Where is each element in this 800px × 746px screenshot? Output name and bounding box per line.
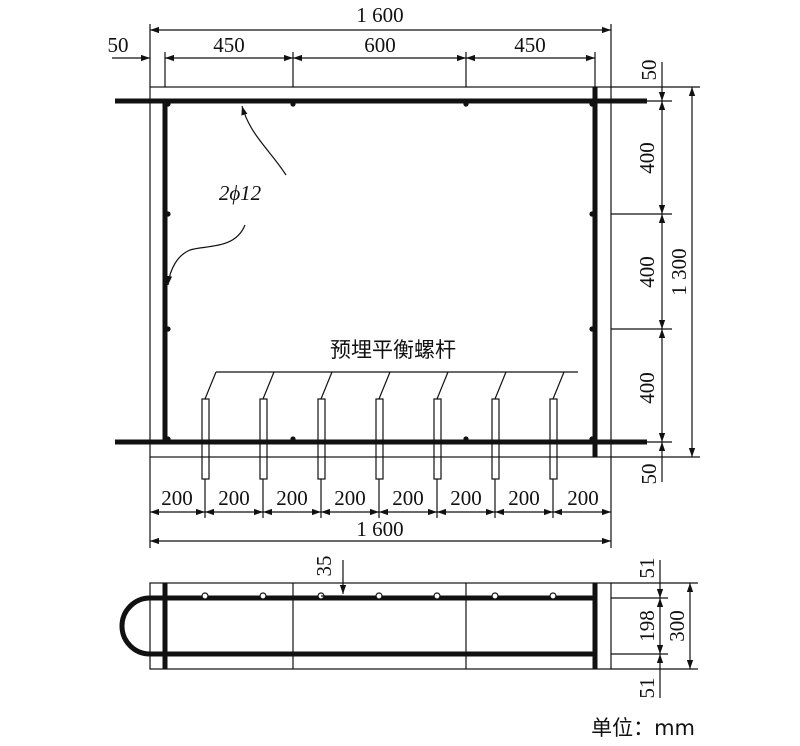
bolt [317,371,333,480]
bolt [259,371,275,480]
dim-top-margin: 51 [635,558,659,579]
dim-offset: 35 [312,556,336,577]
bolt [201,371,217,480]
dim-spacing: 200 [334,486,366,510]
unit-label: 单位：mm [591,716,695,740]
dim-width-total: 1 600 [356,3,403,27]
top-view: 1 600 50 450 600 450 50 400 400 400 1 30… [108,3,700,548]
balance-bolts: 预埋平衡螺杆 [201,338,578,480]
side-outline [149,582,612,670]
dim-bottom-margin: 51 [635,678,659,699]
right-dimensions: 50 400 400 400 1 300 50 [611,60,700,485]
dim-spacing: 200 [567,486,599,510]
top-dimensions: 1 600 50 450 600 450 [108,3,612,87]
bolt-holes [201,592,557,600]
dim-spacing: 200 [276,486,308,510]
bolt [375,371,391,480]
side-dimensions: 51 198 300 51 [611,558,698,699]
rebar-dots [165,101,595,442]
dim-h-seg-2: 400 [635,256,659,288]
dim-edge-top: 50 [637,60,661,81]
u-rebar [119,595,595,657]
bottom-dimensions: 200 200 200 200 200 200 200 200 1 600 [149,457,612,548]
rebar-callout: 2ϕ12 [165,105,287,286]
dim-edge-bottom: 50 [637,464,661,485]
offset-callout: 35 [312,556,347,597]
dim-spacing: 200 [450,486,482,510]
bolt [433,371,449,480]
dim-spacing: 200 [508,486,540,510]
dim-seg-right: 450 [514,33,546,57]
dim-h-seg-3: 400 [635,372,659,404]
panel-outline [149,86,612,458]
side-view: 35 51 198 300 51 [119,556,698,699]
bolt [549,371,565,480]
dim-seg-left: 450 [213,33,245,57]
dim-mid: 198 [635,610,659,642]
dim-seg-mid: 600 [364,33,396,57]
dim-h-seg-1: 400 [635,142,659,174]
dim-height-total: 1 300 [667,248,691,295]
dim-total: 300 [665,610,689,642]
dim-spacing: 200 [392,486,424,510]
bolt-label: 预埋平衡螺杆 [330,338,456,362]
dim-spacing: 200 [161,486,193,510]
dim-edge-left: 50 [108,33,129,57]
dim-width-total-bottom: 1 600 [356,517,403,541]
dim-spacing: 200 [218,486,250,510]
bolt [491,371,507,480]
rebar-label: 2ϕ12 [219,181,262,205]
